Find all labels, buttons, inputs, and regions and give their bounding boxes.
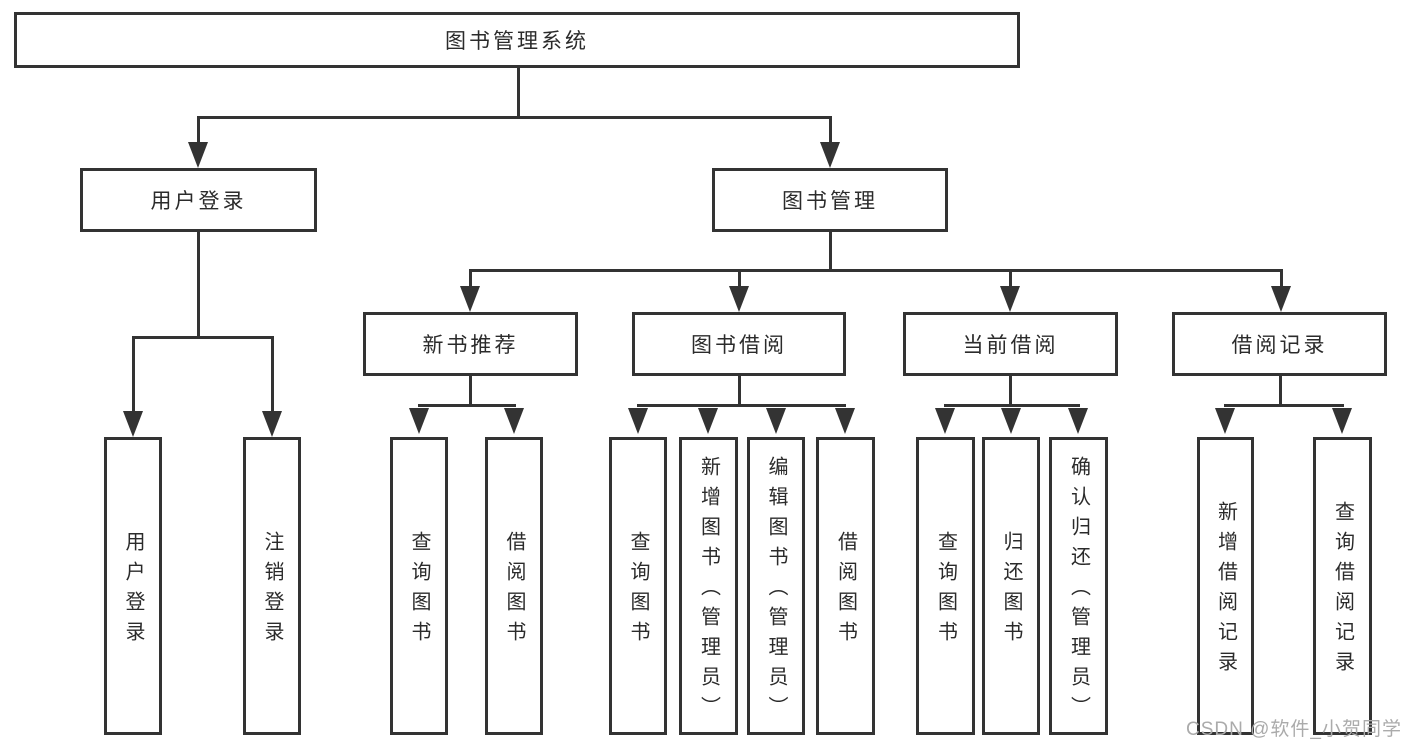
node-library-management-system: 图书管理系统: [14, 12, 1020, 68]
connector-line: [517, 68, 520, 118]
connector-line: [469, 269, 1282, 272]
connector-line: [738, 376, 741, 406]
arrow-down-icon: [504, 408, 524, 434]
node-label: 查询图书: [627, 531, 649, 651]
node-label: 借阅图书: [834, 531, 857, 651]
connector-line: [132, 336, 274, 339]
leaf-add-book-admin: 新增图书（管理员）: [679, 437, 738, 735]
node-current-borrowing: 当前借阅: [903, 312, 1118, 376]
leaf-query-borrow-record: 查询借阅记录: [1313, 437, 1372, 735]
node-label: 图书管理系统: [445, 30, 589, 53]
leaf-confirm-return-admin: 确认归还（管理员）: [1049, 437, 1108, 735]
connector-line: [418, 404, 516, 407]
connector-line: [469, 376, 472, 406]
arrow-down-icon: [188, 142, 208, 168]
connector-line: [1009, 376, 1012, 406]
node-user-login: 用户登录: [80, 168, 317, 232]
node-label: 用户登录: [122, 531, 144, 651]
node-label: 用户登录: [150, 190, 247, 213]
leaf-return-books: 归还图书: [982, 437, 1040, 735]
node-label: 图书管理: [782, 190, 878, 213]
arrow-down-icon: [935, 408, 955, 434]
connector-line: [197, 116, 832, 119]
leaf-borrow-books-2: 借阅图书: [816, 437, 875, 735]
connector-line: [1009, 269, 1012, 289]
leaf-query-books-1: 查询图书: [390, 437, 448, 735]
arrow-down-icon: [123, 411, 143, 437]
node-label: 查询图书: [408, 531, 430, 651]
connector-line: [829, 232, 832, 272]
node-label: 新书推荐: [422, 334, 519, 357]
connector-line: [1279, 376, 1282, 406]
node-label: 借阅图书: [503, 531, 525, 651]
node-label: 图书借阅: [691, 334, 787, 357]
node-borrowing-records: 借阅记录: [1172, 312, 1387, 376]
connector-line: [1224, 404, 1344, 407]
node-new-book-recommendation: 新书推荐: [363, 312, 578, 376]
node-label: 归还图书: [1000, 531, 1022, 651]
arrow-down-icon: [766, 408, 786, 434]
connector-line: [829, 116, 832, 144]
arrow-down-icon: [262, 411, 282, 437]
connector-line: [197, 116, 200, 144]
connector-line: [944, 404, 1080, 407]
node-label: 确认归还（管理员）: [1067, 456, 1090, 726]
connector-line: [197, 232, 200, 336]
arrow-down-icon: [729, 286, 749, 312]
connector-line: [271, 336, 274, 412]
arrow-down-icon: [1001, 408, 1021, 434]
leaf-borrow-books-1: 借阅图书: [485, 437, 543, 735]
leaf-edit-book-admin: 编辑图书（管理员）: [747, 437, 805, 735]
arrow-down-icon: [628, 408, 648, 434]
node-label: 查询借阅记录: [1331, 501, 1354, 681]
node-label: 编辑图书（管理员）: [765, 456, 787, 726]
node-label: 新增借阅记录: [1214, 501, 1237, 681]
arrow-down-icon: [1215, 408, 1235, 434]
arrow-down-icon: [698, 408, 718, 434]
node-book-borrowing: 图书借阅: [632, 312, 846, 376]
arrow-down-icon: [1000, 286, 1020, 312]
arrow-down-icon: [1068, 408, 1088, 434]
connector-line: [637, 404, 846, 407]
arrow-down-icon: [460, 286, 480, 312]
leaf-query-books-2: 查询图书: [609, 437, 667, 735]
node-label: 当前借阅: [962, 334, 1059, 357]
leaf-logout: 注销登录: [243, 437, 301, 735]
connector-line: [738, 269, 741, 289]
node-label: 新增图书（管理员）: [697, 456, 720, 726]
connector-line: [469, 269, 472, 289]
connector-line: [132, 336, 135, 412]
arrow-down-icon: [409, 408, 429, 434]
node-label: 注销登录: [261, 531, 283, 651]
node-label: 查询图书: [934, 531, 957, 651]
leaf-query-books-3: 查询图书: [916, 437, 975, 735]
connector-line: [1280, 269, 1283, 289]
watermark-text: CSDN @软件_小贺同学: [1186, 719, 1402, 740]
arrow-down-icon: [835, 408, 855, 434]
arrow-down-icon: [1332, 408, 1352, 434]
arrow-down-icon: [820, 142, 840, 168]
node-book-management: 图书管理: [712, 168, 948, 232]
node-label: 借阅记录: [1231, 334, 1328, 357]
arrow-down-icon: [1271, 286, 1291, 312]
leaf-user-login: 用户登录: [104, 437, 162, 735]
leaf-add-borrow-record: 新增借阅记录: [1197, 437, 1254, 735]
